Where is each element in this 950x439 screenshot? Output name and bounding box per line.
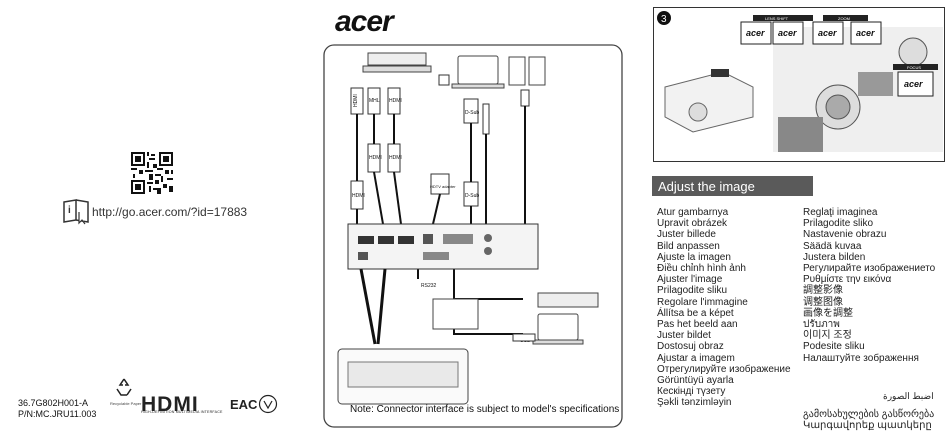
screen-preview xyxy=(778,117,823,152)
projector-icon xyxy=(664,69,754,133)
translation-item: Pas het beeld aan xyxy=(657,319,738,331)
lens-close-up xyxy=(815,37,928,130)
translation-item: 调整图像 xyxy=(803,296,843,308)
acer-sample-3: acer xyxy=(818,28,837,38)
product-codes: 36.7G802H001-A P/N:MC.JRU11.003 xyxy=(18,398,96,420)
translation-item: გამოსახულების გასწორება xyxy=(803,409,935,420)
translation-item: Prilagodite sliku xyxy=(657,285,728,297)
diagram-note: Note: Connector interface is subject to … xyxy=(350,404,619,415)
translation-item: Điều chỉnh hình ảnh xyxy=(657,263,746,275)
adjust-title-bar xyxy=(652,176,813,196)
label-hdmi-5: HDMI xyxy=(389,155,402,161)
translation-item: Регулирайте изображението xyxy=(803,263,936,275)
laptop-2-icon xyxy=(532,313,584,345)
label-hdmi-1: HDMI xyxy=(353,94,359,107)
label-dsub-1: D-Sub xyxy=(465,110,479,116)
translation-item: Reglaţi imaginea xyxy=(803,207,878,218)
translation-item: Կարգավորեք պատկերը xyxy=(803,420,932,432)
translation-item: Regolare l'immagine xyxy=(657,296,748,308)
translation-item: Görüntüyü ayarla xyxy=(657,375,734,387)
step-number: 3 xyxy=(661,14,667,25)
speakers-icon xyxy=(508,56,546,86)
label-hdtv-adapter: HDTV adapter xyxy=(430,184,456,189)
translation-item: Säädä kuvaa xyxy=(803,240,862,252)
label-hdmi-3: HDMI xyxy=(352,193,365,199)
dvd-player-icon xyxy=(537,292,599,308)
adjust-title: Adjust the image xyxy=(658,179,755,194)
translation-item: Podesite sliku xyxy=(803,341,865,353)
translation-item: Ajuster l'image xyxy=(657,274,723,286)
eac-mark: EAC xyxy=(230,397,258,412)
step-number-badge xyxy=(657,11,671,25)
recycle-icon xyxy=(116,378,132,396)
connection-diagram: HDMI MHL HDMI HDMI HDMI HDMI D-Sub D-Sub… xyxy=(323,44,623,428)
translation-item: Justera bilden xyxy=(803,251,866,263)
translation-item: Nastavenie obrazu xyxy=(803,229,887,241)
media-player-icon xyxy=(362,52,432,73)
label-hdmi-4: HDMI xyxy=(369,155,382,161)
manual-book-icon: i xyxy=(63,199,89,225)
translation-item: Upravit obrázek xyxy=(657,218,728,230)
label-zoom: ZOOM xyxy=(838,16,850,21)
step-3-illustration: 3 acer acer acer acer acer LENS SHIFT ZO… xyxy=(653,7,945,162)
translation-item: Налаштуйте зображення xyxy=(803,352,919,364)
projector-rear-view xyxy=(337,348,469,405)
translation-item: Şəkli tənzimləyin xyxy=(657,397,732,409)
translation-item: Ρυθμίστε την εικόνα xyxy=(803,274,892,286)
hdmi-logo-subtitle: HIGH-DEFINITION MULTIMEDIA INTERFACE xyxy=(141,410,223,414)
acer-sample-4: acer xyxy=(856,28,875,38)
part-number: 36.7G802H001-A xyxy=(18,398,89,408)
class-ii-symbol-icon xyxy=(258,394,278,414)
translation-item: Juster bildet xyxy=(657,330,711,342)
translation-item: Bild anpassen xyxy=(657,240,720,252)
translation-item: Atur gambarnya xyxy=(657,207,729,218)
laptop-icon xyxy=(451,55,505,89)
acer-logo: acer xyxy=(335,5,394,38)
model-pn: P/N:MC.JRU11.003 xyxy=(18,409,97,419)
blurred-sample xyxy=(858,72,893,96)
usb-plug-icon xyxy=(512,333,536,342)
translation-item: Ajustar a imagem xyxy=(657,352,735,364)
translation-item: ปรับภาพ xyxy=(803,319,840,331)
projector-connector-panel xyxy=(347,223,539,270)
label-dsub-2: D-Sub xyxy=(465,193,479,199)
hdmi-logo: HDMI xyxy=(141,393,199,416)
rs232-device-icon xyxy=(432,298,479,330)
translation-item: 調整影像 xyxy=(803,285,843,297)
translation-item: Ajuste la imagen xyxy=(657,251,731,263)
qr-code xyxy=(131,152,173,194)
label-rs232: RS232 xyxy=(421,283,437,289)
label-lens-shift: LENS SHIFT xyxy=(765,16,789,21)
translation-item: Отрегулируйте изображение xyxy=(657,363,791,375)
support-url[interactable]: http://go.acer.com/?id=17883 xyxy=(92,205,248,219)
translation-arabic: اضبط الصورة xyxy=(883,391,934,401)
translation-item: Juster billede xyxy=(657,229,716,241)
translation-item: Állítsa be a képet xyxy=(657,307,734,319)
translation-item: 이미지 조정 xyxy=(803,330,852,342)
translation-item: Prilagodite sliko xyxy=(803,218,874,230)
label-hdmi-2: HDMI xyxy=(389,98,402,104)
acer-sample-5: acer xyxy=(904,79,923,89)
recycle-caption: Recyclable Paper xyxy=(110,401,142,406)
acer-sample-2: acer xyxy=(778,28,797,38)
svg-text:i: i xyxy=(68,205,71,216)
label-mhl: MHL xyxy=(369,98,380,104)
acer-sample-1: acer xyxy=(746,28,765,38)
label-focus: FOCUS xyxy=(907,65,921,70)
translation-item: Dostosuj obraz xyxy=(657,341,724,353)
translation-item: Кескінді түзету xyxy=(657,386,726,398)
translation-item: 画像を調整 xyxy=(803,307,853,319)
